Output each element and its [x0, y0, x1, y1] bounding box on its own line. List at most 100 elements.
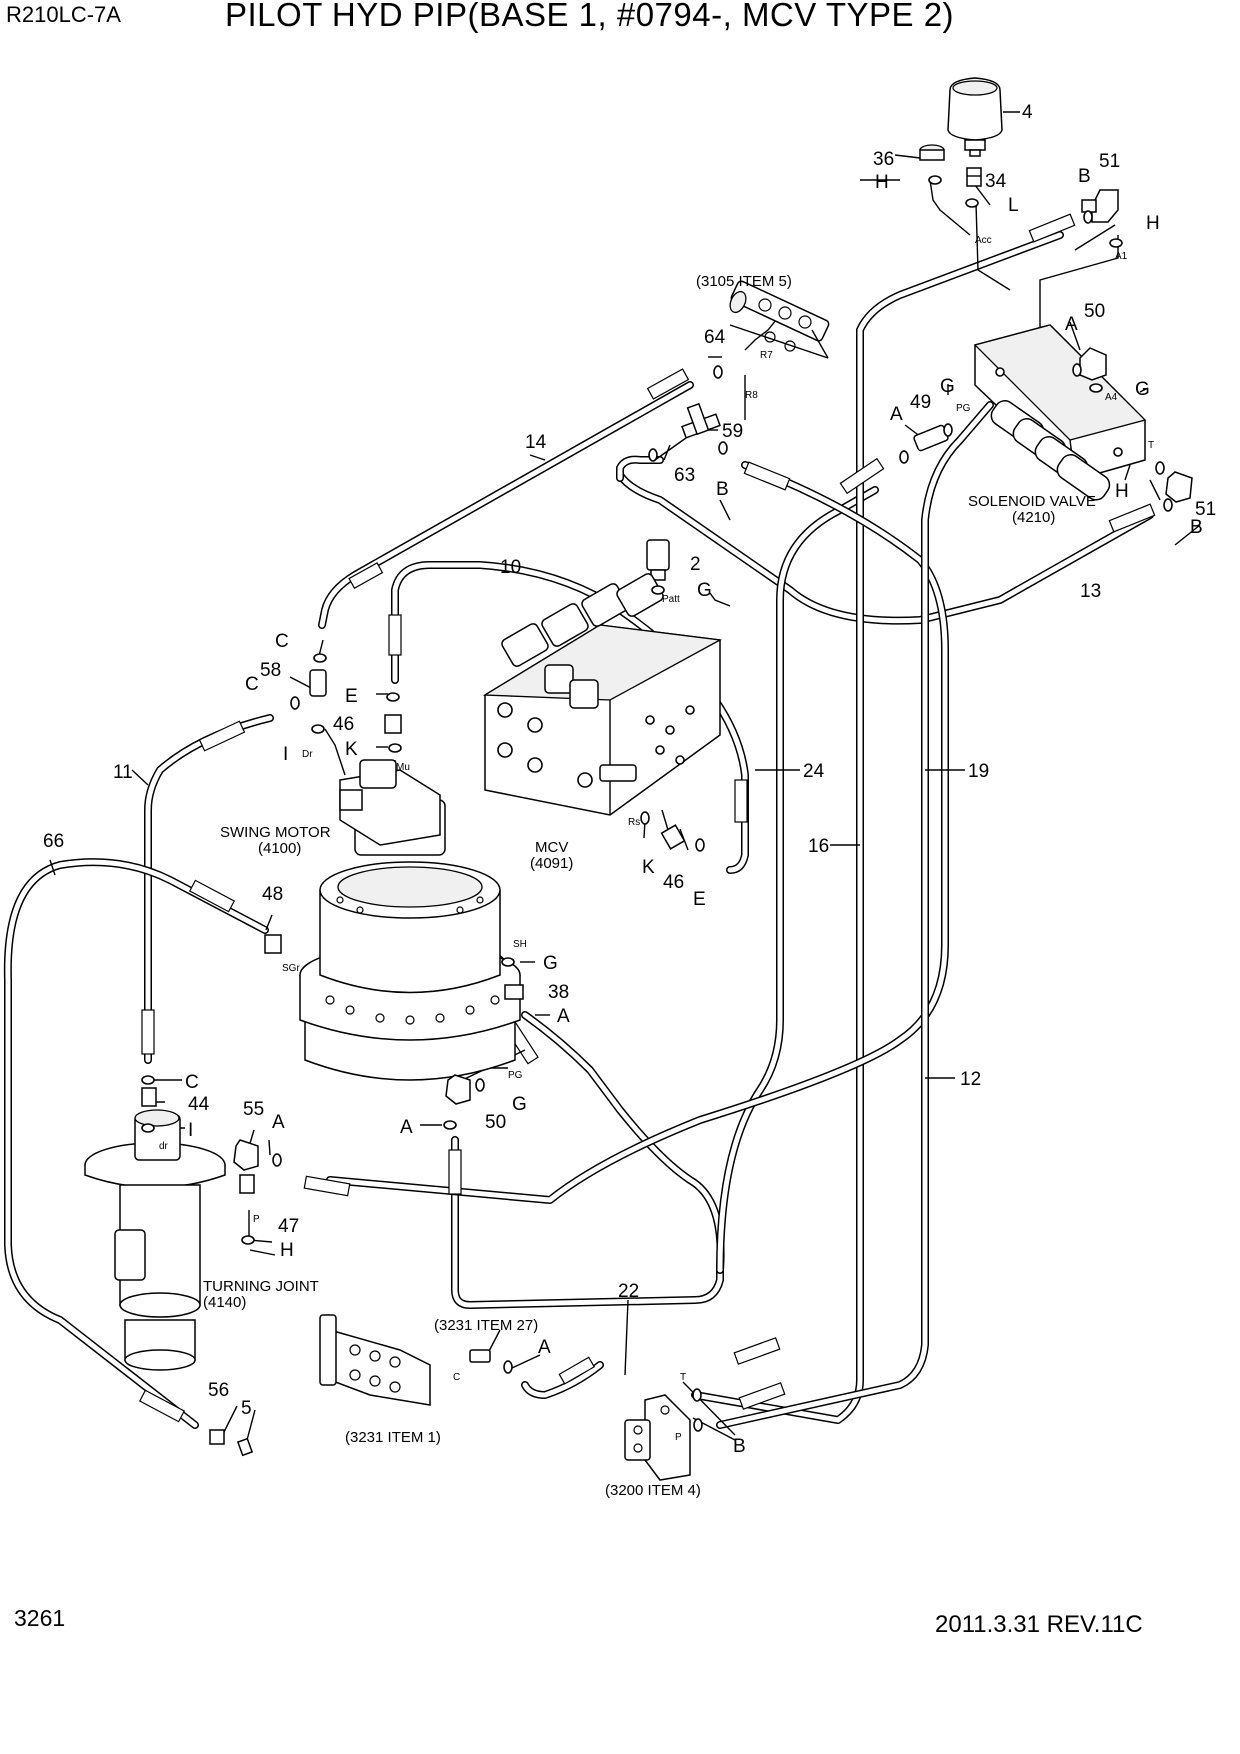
revision-date: 2011.3.31 REV.11C — [935, 1611, 1143, 1638]
callout-19: 19 — [968, 761, 989, 782]
callout-4: 4 — [1022, 102, 1033, 123]
plug-5 — [236, 1437, 254, 1457]
hose-end-16 — [1028, 213, 1076, 243]
callout-g-3: G — [697, 580, 712, 601]
solenoid-valve-block — [973, 324, 1147, 501]
fitting-47 — [239, 1174, 255, 1194]
turning-joint — [84, 1109, 226, 1371]
model-code: R210LC-7A — [6, 2, 121, 27]
bracket-3200 — [624, 1394, 691, 1481]
small-fittings — [141, 669, 686, 1457]
hose-end-19-low — [303, 1175, 351, 1197]
callout-46-b: 46 — [663, 872, 684, 893]
callout-g-4: G — [543, 953, 558, 974]
callout-a-3: A — [557, 1006, 570, 1027]
mcv-ref: (4091) — [530, 855, 573, 872]
port-sgr: SGr — [282, 963, 300, 974]
callout-51-top: 51 — [1099, 151, 1120, 172]
callout-36: 36 — [873, 149, 894, 170]
hose-end-14-low — [348, 562, 384, 589]
callout-a-4: A — [400, 1117, 413, 1138]
hose-end-16-low — [733, 1337, 781, 1365]
elbow-51-lower — [1165, 471, 1193, 503]
hose-end-24-up — [839, 457, 885, 495]
callout-34: 34 — [985, 171, 1007, 192]
hose-end-14-top — [646, 368, 690, 400]
hose-end-24-low — [448, 1149, 462, 1195]
page-number: 3261 — [14, 1605, 66, 1631]
callout-i-2: I — [188, 1120, 193, 1141]
callout-h-1: H — [875, 172, 889, 193]
fitting-48 — [264, 934, 282, 954]
port-c: C — [453, 1372, 460, 1383]
manifold-3231 — [319, 1314, 431, 1406]
hose-end-10-b — [734, 779, 748, 823]
callout-63: 63 — [674, 465, 695, 486]
fitting-34 — [966, 167, 982, 187]
callouts: 4 36 H 34 L B 51 H 50 A G A 49 G 64 59 6… — [43, 102, 1216, 1457]
callout-46-a: 46 — [333, 714, 354, 735]
callout-e-2: E — [693, 889, 706, 910]
callout-b-1: B — [1078, 166, 1091, 187]
callout-b-4: B — [733, 1436, 746, 1457]
callout-66: 66 — [43, 831, 64, 852]
callout-16: 16 — [808, 836, 829, 857]
fitting-46-a — [384, 714, 402, 734]
swing-motor — [299, 759, 521, 1081]
ref-3200-4-label: (3200 ITEM 4) — [605, 1482, 701, 1499]
callout-h-4: H — [280, 1240, 294, 1261]
port-t-1: T — [1148, 440, 1154, 451]
hose-12 — [716, 401, 994, 1429]
callout-c-2: C — [245, 674, 259, 695]
callout-56: 56 — [208, 1380, 229, 1401]
callout-h-2: H — [1146, 213, 1160, 234]
ref-3231-1-label: (3231 ITEM 1) — [345, 1429, 441, 1446]
callout-22: 22 — [618, 1281, 639, 1302]
port-t-2: T — [680, 1372, 686, 1383]
swing-motor-ref: (4100) — [258, 840, 301, 857]
callout-l: L — [1008, 195, 1019, 216]
callout-c-3: C — [185, 1072, 199, 1093]
callout-a-6: A — [538, 1337, 551, 1358]
callout-k-1: K — [345, 739, 358, 760]
callout-58: 58 — [260, 660, 281, 681]
callout-47: 47 — [278, 1216, 299, 1237]
callout-g-1: G — [1135, 379, 1150, 400]
plug-36 — [919, 144, 945, 161]
hose-end-12-low — [738, 1382, 786, 1410]
port-sh: SH — [513, 939, 527, 950]
port-a1: A1 — [1115, 251, 1128, 262]
callout-14: 14 — [525, 432, 547, 453]
callout-h-3: H — [1115, 481, 1129, 502]
o-rings — [141, 175, 1173, 1432]
callout-a-2: A — [890, 404, 903, 425]
port-pg-2: PG — [508, 1070, 523, 1081]
port-p-2: P — [675, 1432, 682, 1443]
elbow-50-upper — [1079, 347, 1107, 381]
callout-50-low: 50 — [485, 1112, 506, 1133]
callout-a-1: A — [1065, 314, 1078, 335]
solenoid-coils — [990, 400, 1111, 501]
callout-51-low: 51 — [1195, 499, 1216, 520]
swing-motor-label: SWING MOTOR — [220, 824, 331, 841]
port-r7: R7 — [760, 350, 773, 361]
elbow-50-lower — [445, 1074, 471, 1105]
connector-3231-27 — [469, 1349, 491, 1363]
port-patt: Patt — [662, 594, 680, 605]
hose-end-22 — [558, 1356, 596, 1385]
callout-48: 48 — [262, 884, 283, 905]
hose-24-riser — [716, 486, 879, 1274]
hose-end-10-a — [388, 614, 402, 656]
elbow-51-top — [1081, 189, 1119, 223]
port-dr: Dr — [302, 749, 313, 760]
turning-joint-ref: (4140) — [203, 1294, 246, 1311]
fitting-44 — [141, 1087, 157, 1107]
callout-e-1: E — [345, 686, 358, 707]
port-rs: Rs — [628, 817, 640, 828]
tee-59 — [681, 402, 721, 439]
fitting-46-b — [660, 824, 686, 850]
fitting-56 — [209, 1429, 225, 1445]
ref-3105-label: (3105 ITEM 5) — [696, 273, 792, 290]
main-control-valve — [482, 573, 723, 816]
